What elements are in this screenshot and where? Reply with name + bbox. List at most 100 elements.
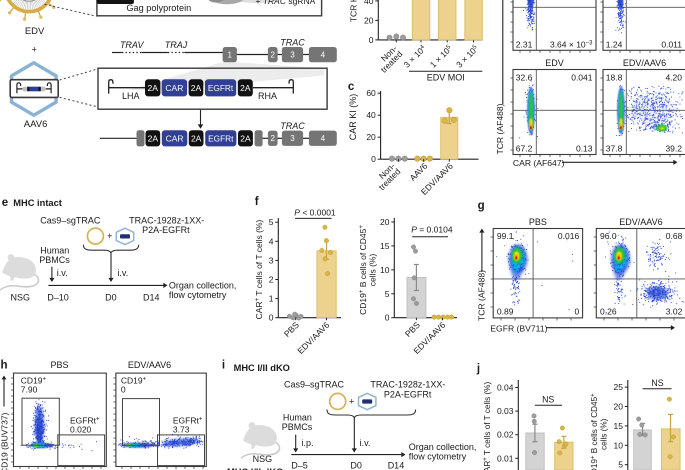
svg-text:4: 4 [321, 134, 326, 143]
svg-text:TRAC-1928z-1XX-: TRAC-1928z-1XX- [370, 380, 445, 390]
svg-text:0: 0 [574, 307, 579, 317]
svg-text:EDV/AAV6: EDV/AAV6 [128, 360, 171, 370]
svg-text:Human: Human [283, 412, 312, 422]
svg-text:NS: NS [651, 378, 663, 388]
svg-text:CAR+ T cells of T cells (%): CAR+ T cells of T cells (%) [254, 219, 264, 319]
svg-text:5: 5 [618, 460, 623, 470]
svg-text:g: g [478, 200, 485, 212]
svg-text:CAR KI (%): CAR KI (%) [348, 94, 358, 141]
svg-text:PBS: PBS [529, 217, 547, 227]
svg-text:0.68: 0.68 [666, 231, 683, 241]
svg-text:0: 0 [121, 385, 126, 395]
svg-text:0.02: 0.02 [497, 430, 514, 440]
svg-text:i: i [222, 360, 225, 372]
svg-text:EDV MOI: EDV MOI [427, 73, 465, 83]
svg-text:EGFRt: EGFRt [208, 83, 234, 93]
svg-text:0.13: 0.13 [576, 144, 593, 154]
svg-text:7.90: 7.90 [21, 385, 38, 395]
svg-text:10: 10 [614, 440, 624, 450]
svg-text:D14: D14 [388, 461, 405, 470]
svg-text:P2A-EGFRt: P2A-EGFRt [142, 225, 190, 235]
svg-text:LHA: LHA [122, 91, 140, 101]
svg-text:2A: 2A [191, 133, 202, 143]
svg-text:i.p.: i.p. [302, 438, 314, 448]
svg-text:i.v.: i.v. [57, 268, 68, 278]
svg-text:1: 1 [228, 51, 233, 60]
svg-text:2A: 2A [240, 83, 251, 93]
svg-text:f: f [255, 196, 259, 208]
svg-text:PBS: PBS [50, 360, 68, 370]
svg-text:39.2: 39.2 [665, 144, 682, 154]
svg-text:h: h [1, 360, 8, 372]
svg-text:i.v.: i.v. [117, 268, 128, 278]
svg-text:PBMCs: PBMCs [39, 255, 70, 265]
svg-text:2: 2 [271, 134, 276, 143]
svg-text:CAR+ T cells of T cells (%): CAR+ T cells of T cells (%) [483, 382, 492, 470]
svg-text:CD19+: CD19+ [121, 375, 147, 385]
svg-text:15: 15 [614, 421, 624, 431]
svg-text:EGFRt+: EGFRt+ [70, 416, 100, 426]
svg-text:2A: 2A [240, 133, 251, 143]
svg-text:Cas9–sgTRAC: Cas9–sgTRAC [284, 380, 345, 390]
svg-text:Human: Human [40, 246, 69, 256]
svg-text:Organ collection,: Organ collection, [169, 280, 237, 290]
svg-text:1.24: 1.24 [606, 40, 623, 50]
svg-text:0.01: 0.01 [497, 453, 514, 463]
svg-text:60: 60 [366, 88, 376, 98]
svg-text:EDV/AAV6: EDV/AAV6 [623, 58, 666, 68]
svg-text:+: + [32, 45, 37, 55]
svg-text:67.2: 67.2 [516, 144, 533, 154]
svg-text:EDV: EDV [545, 58, 564, 68]
svg-text:0.041: 0.041 [571, 73, 593, 83]
svg-text:0.03: 0.03 [497, 406, 514, 416]
svg-text:RHA: RHA [258, 91, 277, 101]
svg-text:CD19+ B cells of CD45+: CD19+ B cells of CD45+ [590, 393, 599, 470]
svg-text:1: 1 [269, 294, 274, 304]
svg-text:3.02: 3.02 [666, 307, 683, 317]
svg-text:CD19 (BUV737): CD19 (BUV737) [0, 412, 9, 470]
svg-text:TCR (AF488): TCR (AF488) [495, 103, 505, 154]
svg-text:18.8: 18.8 [606, 73, 623, 83]
svg-text:MHC intact: MHC intact [13, 198, 62, 208]
svg-text:4: 4 [269, 236, 274, 246]
svg-text:EGFRt: EGFRt [208, 133, 234, 143]
svg-text:0: 0 [269, 313, 274, 323]
svg-text:EGFR (BV711): EGFR (BV711) [490, 324, 547, 334]
svg-text:e: e [2, 197, 8, 209]
svg-text:15: 15 [380, 241, 390, 251]
svg-text:0.89: 0.89 [497, 307, 514, 317]
svg-text:TRAJ: TRAJ [165, 40, 188, 50]
svg-text:0: 0 [371, 154, 376, 164]
svg-text:Cas9–sgTRAC: Cas9–sgTRAC [40, 215, 101, 225]
svg-text:0.016: 0.016 [558, 231, 580, 241]
svg-text:flow cytometry: flow cytometry [169, 290, 227, 300]
svg-text:c: c [348, 81, 355, 93]
svg-text:NS: NS [542, 394, 554, 404]
svg-text:Gag polyprotein: Gag polyprotein [126, 3, 191, 13]
svg-text:0.04: 0.04 [497, 383, 514, 393]
svg-text:4: 4 [321, 51, 326, 60]
svg-text:4.20: 4.20 [665, 73, 682, 83]
svg-text:3.73: 3.73 [173, 424, 190, 434]
svg-text:P2A-EGFRt: P2A-EGFRt [384, 389, 432, 399]
svg-text:2.31: 2.31 [516, 40, 533, 50]
svg-text:CAR (AF647): CAR (AF647) [513, 158, 565, 168]
svg-text:0.020: 0.020 [70, 424, 92, 434]
svg-text:40: 40 [366, 110, 376, 120]
svg-text:D–5: D–5 [291, 461, 308, 470]
svg-text:0.26: 0.26 [600, 307, 617, 317]
svg-text:MHC I/II dKO: MHC I/II dKO [227, 467, 283, 470]
svg-text:cells (%): cells (%) [600, 418, 609, 450]
svg-text:Organ collection,: Organ collection, [409, 442, 477, 452]
svg-text:3.64 × 10−3: 3.64 × 10−3 [550, 40, 593, 50]
svg-text:EDV/AAV6: EDV/AAV6 [619, 217, 662, 227]
svg-text:+ TRAC sgRNA: + TRAC sgRNA [256, 0, 316, 6]
svg-text:32.6: 32.6 [516, 73, 533, 83]
svg-text:CAR: CAR [165, 83, 183, 93]
svg-text:MHC I/II dKO: MHC I/II dKO [234, 363, 290, 373]
svg-text:37.8: 37.8 [606, 144, 623, 154]
svg-text:20: 20 [364, 15, 374, 25]
svg-text:25: 25 [614, 382, 624, 392]
svg-text:EDV: EDV [25, 26, 45, 37]
svg-text:AAV6: AAV6 [24, 119, 48, 130]
